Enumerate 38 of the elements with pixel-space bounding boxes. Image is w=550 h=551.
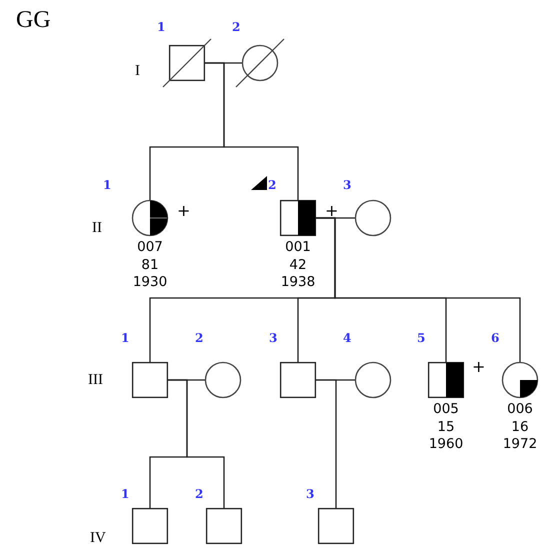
plus-sign: + — [472, 359, 486, 375]
individual-number: 1 — [121, 488, 130, 500]
individual-number: 6 — [491, 332, 500, 344]
plus-sign: + — [325, 203, 338, 219]
individual-number: 1 — [157, 21, 166, 33]
individual-data: 007 — [136, 239, 164, 256]
individual-number: 2 — [195, 488, 204, 500]
individual-data: 81 — [140, 256, 160, 274]
individual-number: 1 — [121, 332, 130, 344]
individual-data: 001 — [284, 239, 312, 256]
generation-label: II — [92, 221, 102, 236]
individual-data: 1960 — [428, 436, 464, 454]
descent-line — [205, 62, 299, 200]
individual-data: 1930 — [132, 274, 168, 292]
individual-number: 2 — [195, 332, 204, 344]
descent-line — [316, 379, 337, 508]
generation-label: I — [135, 64, 140, 79]
pedigree-title: GG — [16, 8, 51, 32]
individual-data: 1938 — [280, 274, 316, 292]
descent-line — [316, 217, 521, 362]
individual-data: 006 — [506, 401, 534, 418]
individual-number: 3 — [269, 332, 278, 344]
individual-number: 5 — [417, 332, 426, 344]
individual-number: 1 — [103, 179, 112, 191]
individual-number: 2 — [268, 179, 276, 191]
descent-line — [168, 379, 225, 508]
plus-sign: + — [177, 203, 190, 219]
individual-number: 2 — [232, 21, 240, 33]
generation-label: III — [88, 373, 103, 388]
individual-number: 3 — [343, 179, 352, 191]
generation-label: IV — [90, 531, 106, 546]
individual-number: 4 — [343, 332, 352, 344]
individual-data: 1972 — [502, 436, 538, 454]
individual-data: 42 — [288, 256, 308, 274]
individual-data: 16 — [510, 418, 530, 436]
individual-number: 3 — [306, 488, 314, 500]
individual-data: 005 — [432, 401, 460, 418]
individual-data: 15 — [436, 418, 456, 436]
